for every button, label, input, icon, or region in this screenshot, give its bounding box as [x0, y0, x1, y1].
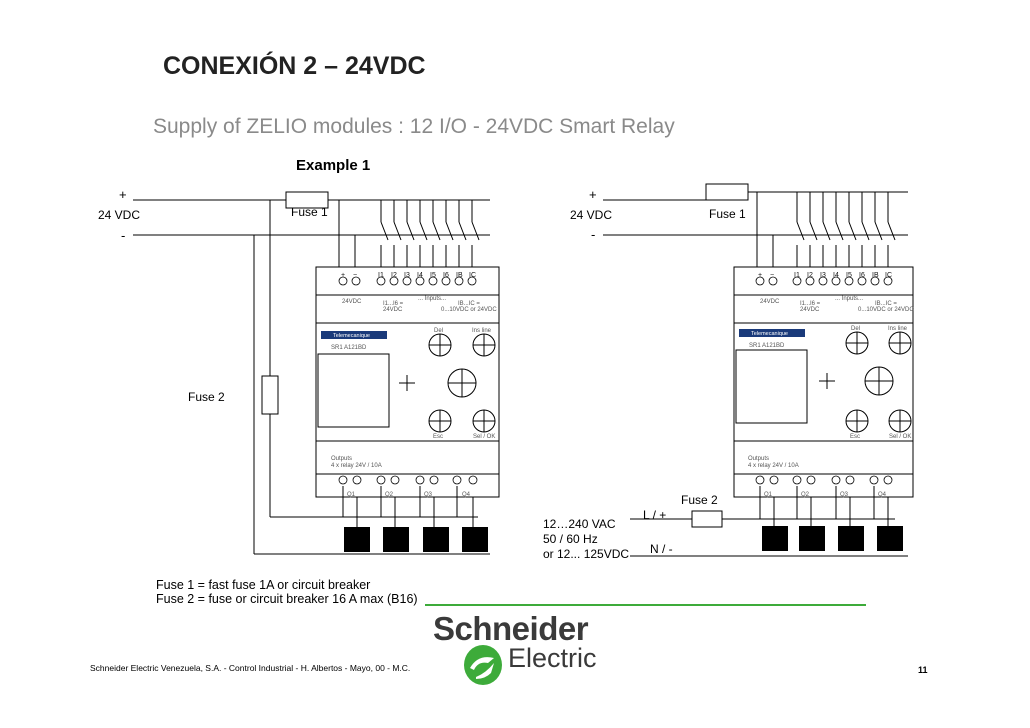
right-term-i6: I6	[859, 272, 865, 279]
left-inputs-label: ... Inputs...	[418, 296, 446, 302]
right-term-ic: IC	[885, 272, 892, 279]
right-minus-label: -	[591, 227, 596, 242]
page-subtitle: Supply of ZELIO modules : 12 I/O - 24VDC…	[153, 115, 675, 138]
right-term-i3: I3	[820, 272, 826, 279]
right-ins-label: Ins line	[888, 326, 908, 332]
left-term-minus: −	[353, 272, 357, 279]
left-sel-label: Sel / OK	[473, 434, 495, 440]
left-esc-label: Esc	[433, 434, 443, 440]
right-fuse2-label: Fuse 2	[681, 493, 718, 507]
right-term-plus: +	[758, 272, 762, 279]
left-term-i2: I2	[391, 272, 397, 279]
left-outputs-spec: 4 x relay 24V / 10A	[331, 463, 382, 469]
left-q3-label: Q3	[424, 492, 433, 498]
page-title: CONEXIÓN 2 – 24VDC	[163, 52, 426, 80]
right-plus-label: +	[589, 187, 597, 202]
right-power-label: 24VDC	[760, 299, 780, 305]
left-q2-label: Q2	[385, 492, 394, 498]
right-i1i6-sub: 24VDC	[800, 307, 820, 313]
right-q3-label: Q3	[840, 492, 849, 498]
left-q1-label: Q1	[347, 492, 356, 498]
left-fuse2-label: Fuse 2	[188, 390, 225, 404]
right-sel-label: Sel / OK	[889, 434, 911, 440]
left-voltage-label: 24 VDC	[98, 208, 141, 222]
right-brand: Telemecanique	[751, 331, 788, 337]
left-term-i4: I4	[417, 272, 423, 279]
left-model: SR1 A121BD	[331, 345, 367, 351]
left-term-i5: I5	[430, 272, 436, 279]
right-q1-label: Q1	[764, 492, 773, 498]
left-minus-label: -	[121, 228, 126, 243]
right-outputs-label: Outputs	[748, 456, 769, 462]
left-term-plus: +	[341, 272, 345, 279]
right-esc-label: Esc	[850, 434, 860, 440]
left-ibic-sub: 0...10VDC or 24VDC	[441, 307, 497, 313]
left-term-i3: I3	[404, 272, 410, 279]
right-inputs-label: ... Inputs...	[835, 296, 863, 302]
left-q4-label: Q4	[462, 492, 471, 498]
left-brand: Telemecanique	[333, 333, 370, 339]
n-minus-label: N / -	[650, 542, 673, 556]
left-term-ic: IC	[469, 272, 476, 279]
right-term-i4: I4	[833, 272, 839, 279]
left-del-label: Del	[434, 328, 443, 334]
left-i1i6-label: I1...I6 =	[383, 301, 404, 307]
ac-supply-line2: 50 / 60 Hz	[543, 532, 598, 546]
left-outputs-label: Outputs	[331, 456, 352, 462]
ac-supply-line3: or 12... 125VDC	[543, 547, 630, 561]
right-voltage-label: 24 VDC	[570, 208, 613, 222]
left-plus-label: +	[119, 187, 127, 202]
right-q4-label: Q4	[878, 492, 887, 498]
left-power-label: 24VDC	[342, 299, 362, 305]
legend-fuse1: Fuse 1 = fast fuse 1A or circuit breaker	[156, 578, 371, 592]
right-outputs-spec: 4 x relay 24V / 10A	[748, 463, 799, 469]
left-term-i6: I6	[443, 272, 449, 279]
legend-fuse2: Fuse 2 = fuse or circuit breaker 16 A ma…	[156, 592, 418, 606]
right-model: SR1 A121BD	[749, 343, 785, 349]
left-i1i6-sub: 24VDC	[383, 307, 403, 313]
example-label: Example 1	[296, 157, 371, 174]
right-term-i1: I1	[794, 272, 800, 279]
schneider-logo-mark	[464, 645, 502, 685]
right-i1i6-label: I1...I6 =	[800, 301, 821, 307]
right-del-label: Del	[851, 326, 860, 332]
right-ibic-label: IB...IC =	[875, 301, 897, 307]
page-number: 11	[918, 665, 928, 675]
electric-logo-text: Electric	[508, 643, 597, 673]
right-fuse1-label: Fuse 1	[709, 207, 746, 221]
right-term-minus: −	[770, 272, 774, 279]
right-term-i2: I2	[807, 272, 813, 279]
left-ins-label: Ins line	[472, 328, 492, 334]
schneider-logo-text: Schneider	[433, 610, 589, 647]
right-term-i5: I5	[846, 272, 852, 279]
ac-supply-line1: 12…240 VAC	[543, 517, 616, 531]
right-term-ib: IB	[872, 272, 879, 279]
right-ibic-sub: 0...10VDC or 24VDC	[858, 307, 914, 313]
footer-text: Schneider Electric Venezuela, S.A. - Con…	[90, 663, 411, 673]
right-q2-label: Q2	[801, 492, 810, 498]
left-term-i1: I1	[378, 272, 384, 279]
left-term-ib: IB	[456, 272, 463, 279]
left-ibic-label: IB...IC =	[458, 301, 480, 307]
